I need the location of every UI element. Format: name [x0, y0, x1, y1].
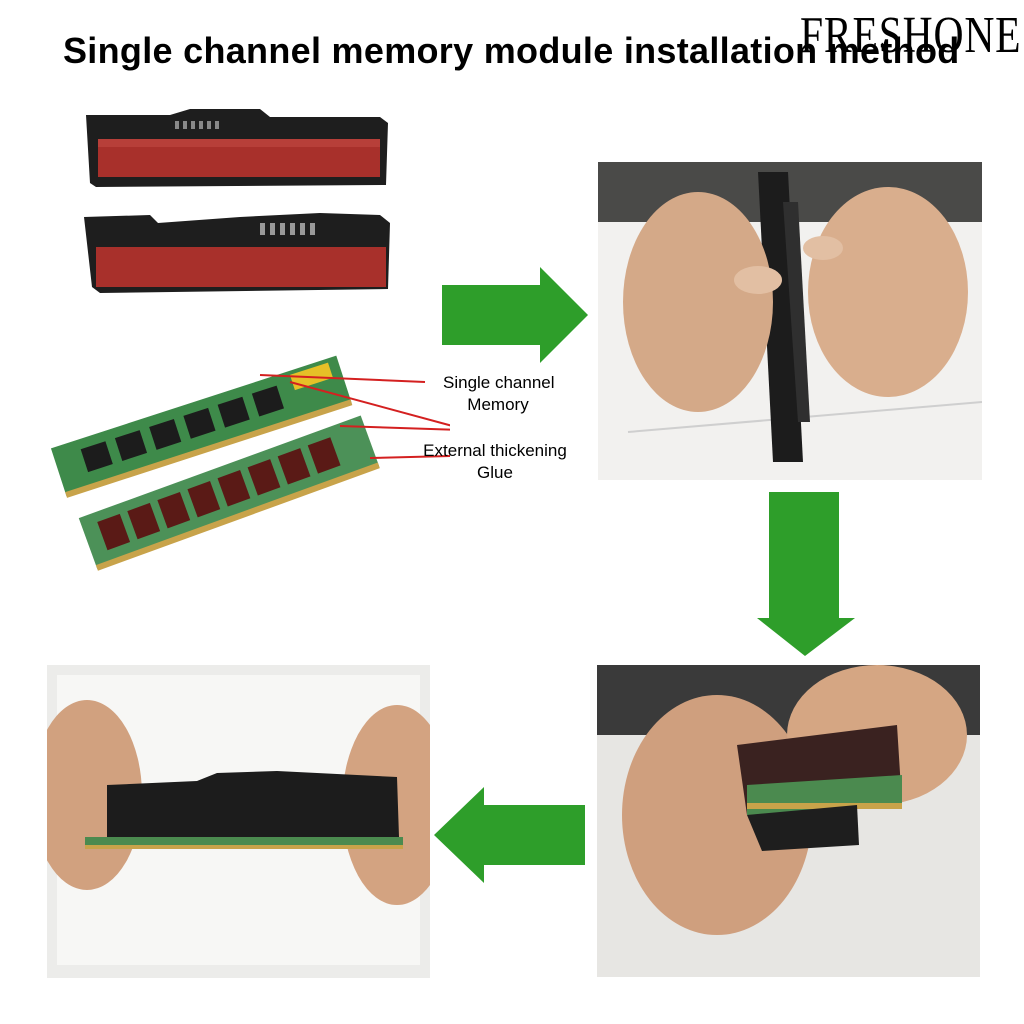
memory-label-line1: Single channel: [443, 373, 555, 392]
step2-press-photo: [597, 665, 980, 977]
leader-lines: [259, 374, 450, 459]
memory-label: Single channel Memory: [443, 372, 555, 416]
step1-install-photo: [598, 162, 982, 480]
heatsink-pair-photo: [84, 109, 390, 293]
memory-label-line2: Memory: [467, 395, 529, 414]
step3-finished-photo: [47, 665, 430, 978]
arrow-down-icon: [757, 492, 855, 656]
heatsink-top: [86, 109, 388, 187]
page-title: Single channel memory module installatio…: [63, 30, 960, 71]
memory-module-top: [50, 355, 353, 498]
arrow-right-icon: [442, 267, 588, 363]
arrow-left-icon: [434, 787, 585, 883]
heatsink-bottom: [84, 213, 390, 293]
glue-label: External thickening Glue: [405, 440, 585, 484]
memory-module-with-glue: [78, 415, 380, 571]
brand-watermark: FRESHONE: [800, 7, 1022, 64]
glue-label-line2: Glue: [477, 463, 513, 482]
memory-modules-photo: [50, 355, 380, 571]
glue-label-line1: External thickening: [423, 441, 567, 460]
